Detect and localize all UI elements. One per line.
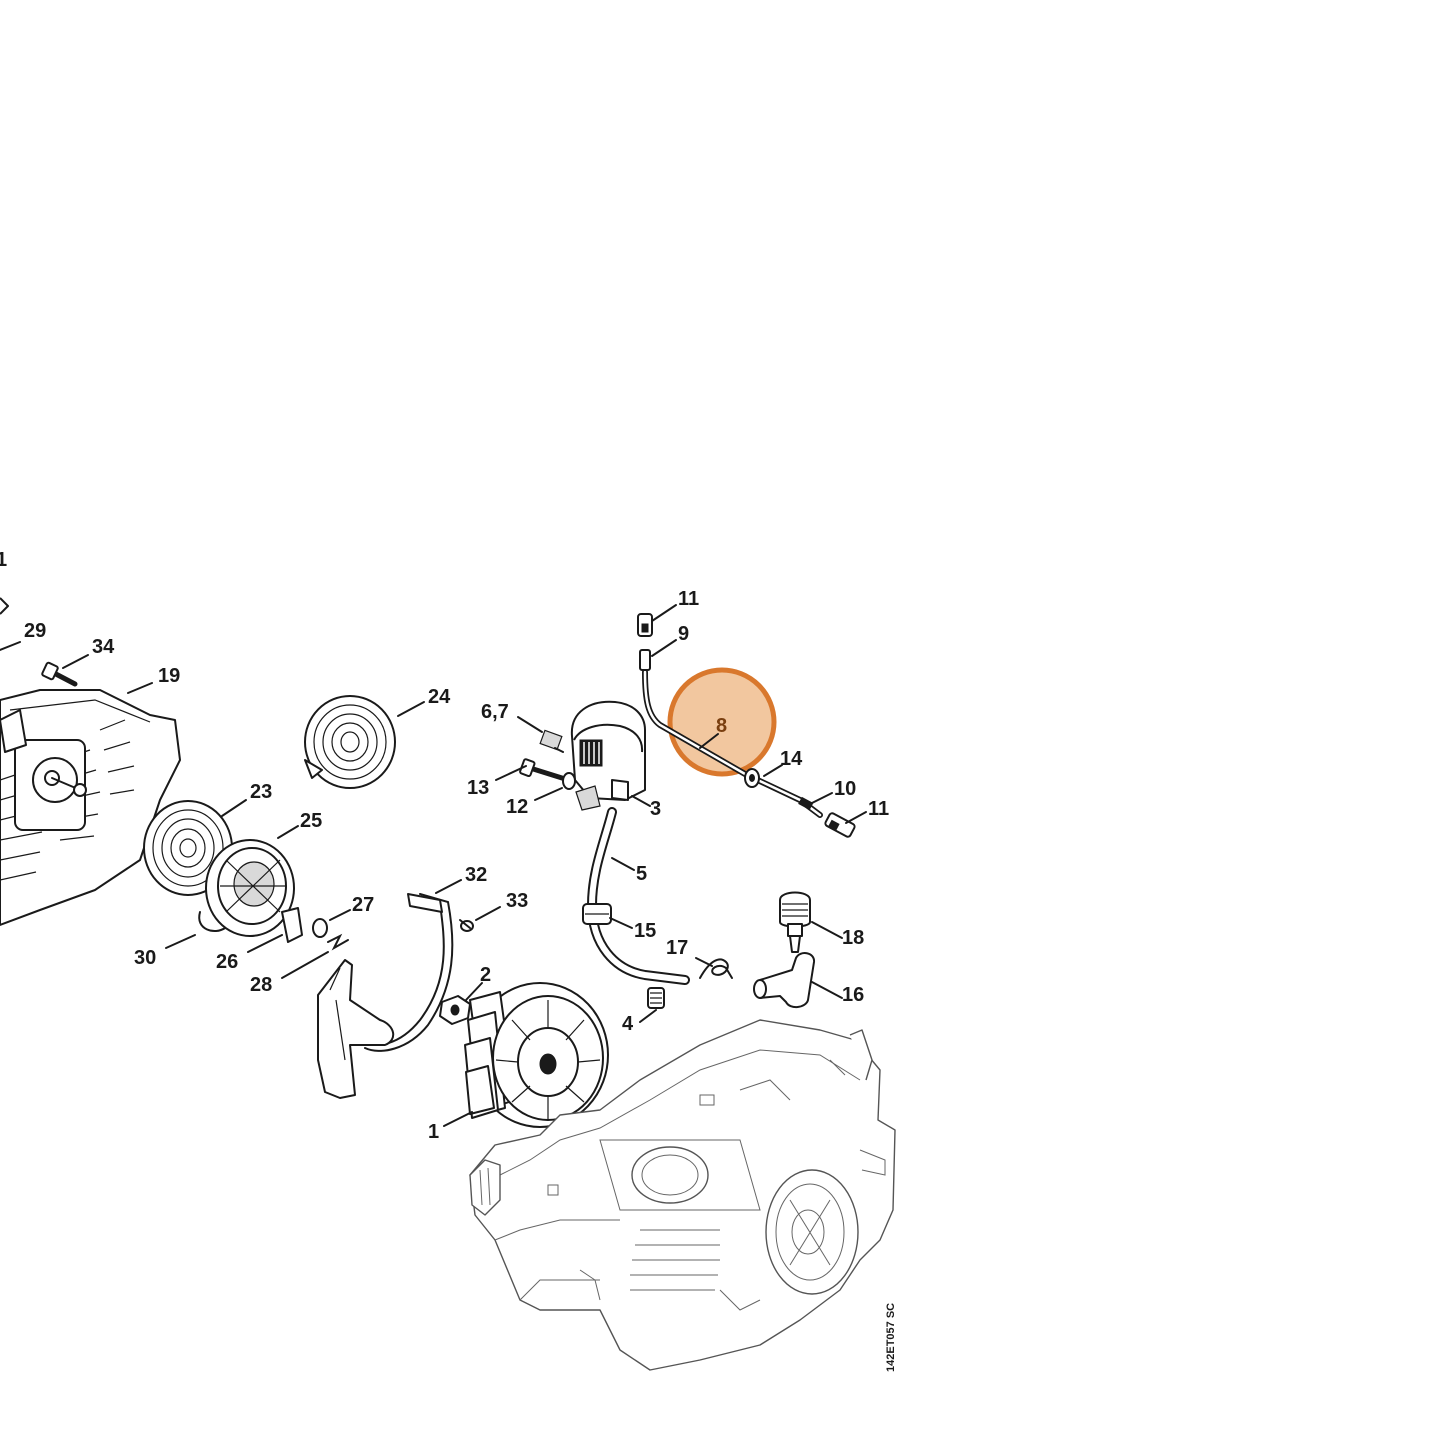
callout-5: 5 [636, 863, 647, 885]
callout-4: 4 [622, 1013, 634, 1035]
callout-12: 12 [506, 796, 528, 818]
callout-9: 9 [678, 623, 689, 645]
callout-11-top: 11 [678, 588, 699, 610]
screw-part-34[interactable] [41, 661, 78, 687]
callout-18: 18 [842, 927, 864, 949]
drawing-code: 142ET057 SC [885, 1303, 897, 1372]
sleeve-part-10[interactable] [798, 796, 814, 811]
callout-33: 33 [506, 890, 528, 912]
engine-crankcase [469, 1019, 896, 1371]
callout-15: 15 [634, 920, 656, 942]
screw-part-33[interactable] [459, 919, 474, 932]
plug-boot-part-16[interactable] [753, 952, 815, 1008]
callout-34: 34 [92, 636, 115, 658]
spark-plug-part-18[interactable] [779, 891, 811, 953]
washer-part-12[interactable] [562, 772, 576, 790]
rope-rotor-part-25[interactable] [198, 839, 295, 937]
baffle-bracket [317, 959, 395, 1099]
nut-part-2[interactable] [439, 995, 471, 1025]
callout-19: 19 [158, 665, 180, 687]
callout-labels: 1 29 34 19 24 23 25 30 26 27 28 32 33 2 … [0, 549, 889, 1143]
callout-14: 14 [780, 748, 803, 770]
sleeve-part-9[interactable] [639, 649, 651, 671]
callout-1-topleft: 1 [0, 549, 7, 571]
callout-27: 27 [352, 894, 374, 916]
short-circuit-wire-part-8[interactable] [642, 669, 823, 818]
callout-25: 25 [300, 810, 322, 832]
callout-24: 24 [428, 686, 451, 708]
grommet-part-14[interactable] [744, 768, 760, 788]
spring-part-28[interactable] [327, 933, 349, 951]
spring-part-4[interactable] [647, 987, 665, 1009]
fan-housing-part-19[interactable] [0, 689, 181, 926]
callout-28: 28 [250, 974, 272, 996]
callout-29: 29 [24, 620, 46, 642]
callout-26: 26 [216, 951, 238, 973]
connector-part-11-right[interactable] [824, 812, 856, 838]
spring-part-17[interactable] [699, 958, 733, 979]
top-left-clip [0, 597, 9, 615]
callout-11-right: 11 [868, 798, 889, 820]
terminal-part-6-7[interactable] [539, 729, 564, 753]
callout-17: 17 [666, 937, 688, 959]
ignition-module-part-3[interactable] [570, 700, 646, 811]
grommet-part-15[interactable] [582, 903, 612, 925]
rewind-spring-part-24[interactable] [304, 695, 396, 789]
leader-lines [0, 604, 867, 1127]
callout-16: 16 [842, 984, 864, 1006]
screw-part-13[interactable] [519, 758, 565, 781]
callout-32: 32 [465, 864, 487, 886]
washer-part-27[interactable] [312, 918, 328, 938]
callout-1: 1 [428, 1121, 439, 1143]
callout-30: 30 [134, 947, 156, 969]
flywheel-part-1[interactable] [464, 982, 609, 1128]
callout-23: 23 [250, 781, 272, 803]
callout-13: 13 [467, 777, 489, 799]
callout-2: 2 [480, 964, 491, 986]
callout-6-7: 6,7 [481, 701, 509, 723]
pawl-part-26[interactable] [281, 907, 303, 943]
callout-3: 3 [650, 798, 661, 820]
connector-part-11-top[interactable] [637, 613, 653, 637]
callout-10: 10 [834, 778, 856, 800]
callout-8[interactable]: 8 [716, 715, 727, 737]
